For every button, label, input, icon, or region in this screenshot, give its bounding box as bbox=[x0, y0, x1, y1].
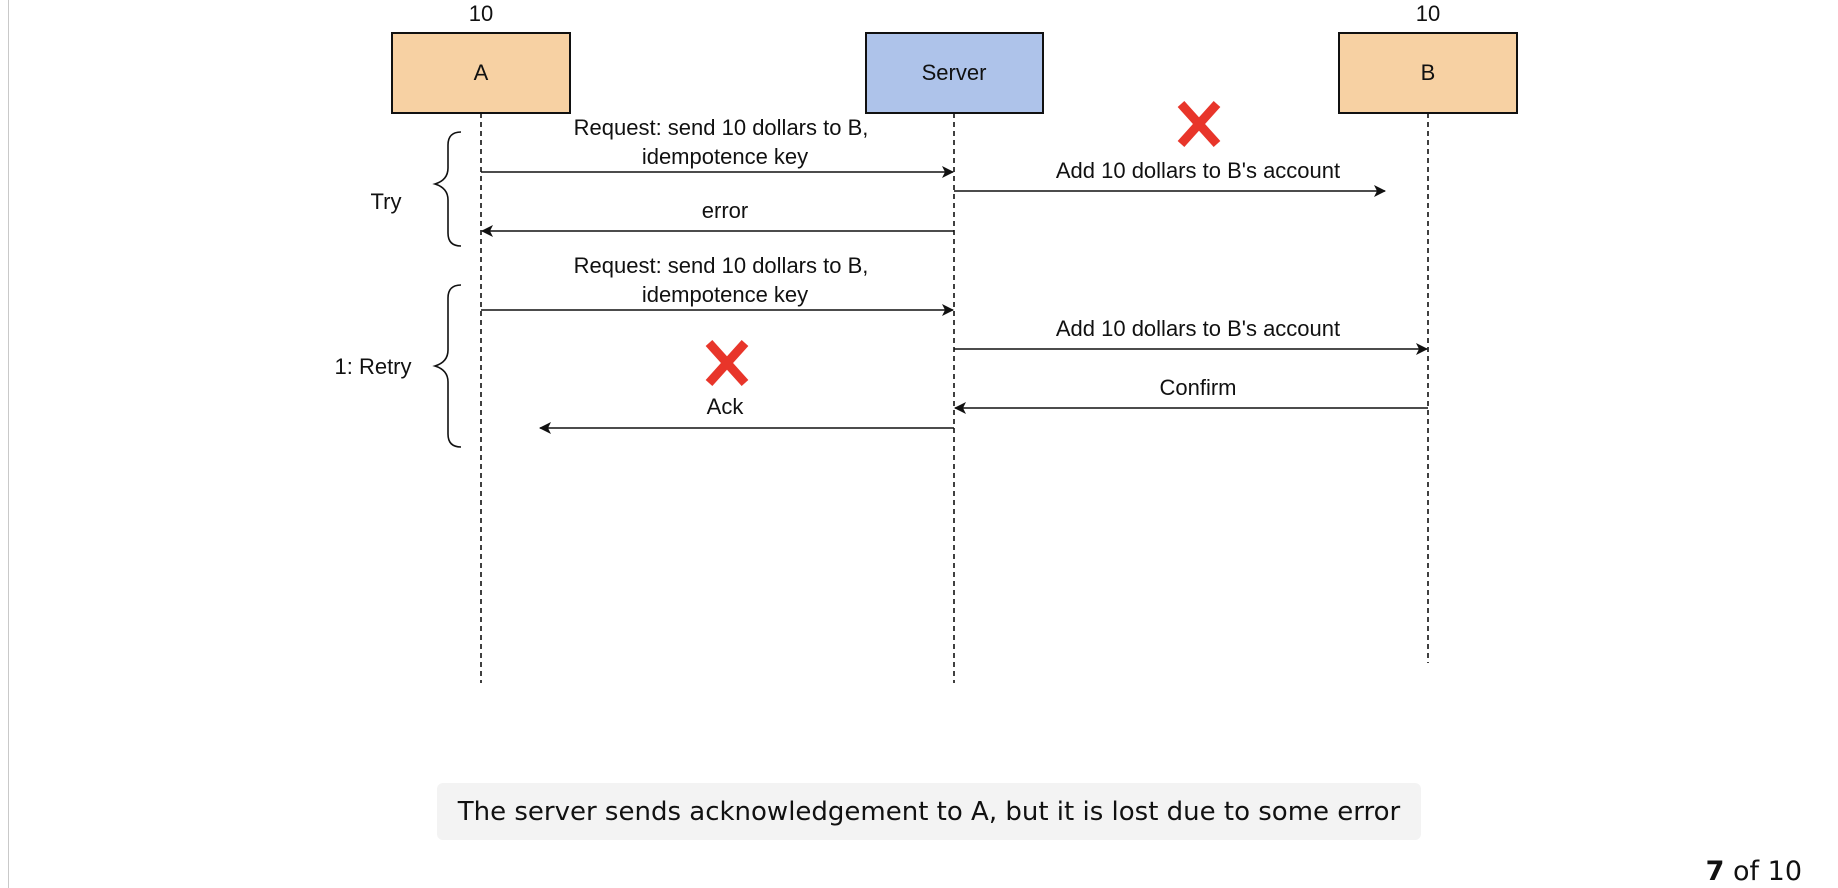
try-error-label: error bbox=[702, 198, 748, 223]
try-add-label: Add 10 dollars to B's account bbox=[1056, 158, 1340, 183]
retry-add-label: Add 10 dollars to B's account bbox=[1056, 316, 1340, 341]
participant-server-box bbox=[865, 32, 1044, 114]
try-request-label-line1: Request: send 10 dollars to B, bbox=[574, 115, 869, 140]
retry-request-label-line1: Request: send 10 dollars to B, bbox=[574, 253, 869, 278]
sequence-diagram: 10 A Server 10 B Try 1: Retry Request: s… bbox=[334, 1, 1518, 683]
retry-confirm-label: Confirm bbox=[1159, 375, 1236, 400]
retry-ack-label: Ack bbox=[707, 394, 745, 419]
pager-total: of 10 bbox=[1733, 856, 1802, 887]
participant-a-balance: 10 bbox=[469, 1, 493, 26]
try-request-label-line2: idempotence key bbox=[642, 144, 808, 169]
slide-frame: 10 A Server 10 B Try 1: Retry Request: s… bbox=[8, 0, 1838, 888]
participant-b-box bbox=[1338, 32, 1518, 114]
slide-pager: 7 of 10 bbox=[1706, 856, 1802, 887]
pager-current: 7 bbox=[1705, 856, 1725, 887]
participant-b-balance: 10 bbox=[1416, 1, 1440, 26]
retry-ack-lost-x-icon bbox=[705, 339, 749, 387]
try-group-label: Try bbox=[371, 189, 402, 214]
caption-box: The server sends acknowledgement to A, b… bbox=[437, 783, 1421, 840]
retry-request-label-line2: idempotence key bbox=[642, 282, 808, 307]
try-brace bbox=[432, 131, 462, 247]
participant-a-label: A bbox=[474, 60, 489, 85]
try-add-lost-x-icon bbox=[1177, 100, 1221, 148]
caption-text: The server sends acknowledgement to A, b… bbox=[457, 796, 1401, 827]
retry-brace bbox=[432, 284, 462, 448]
retry-group-label: 1: Retry bbox=[334, 354, 411, 379]
participant-a-box bbox=[391, 32, 571, 114]
participant-b-label: B bbox=[1421, 60, 1436, 85]
participant-server-label: Server bbox=[922, 60, 987, 85]
